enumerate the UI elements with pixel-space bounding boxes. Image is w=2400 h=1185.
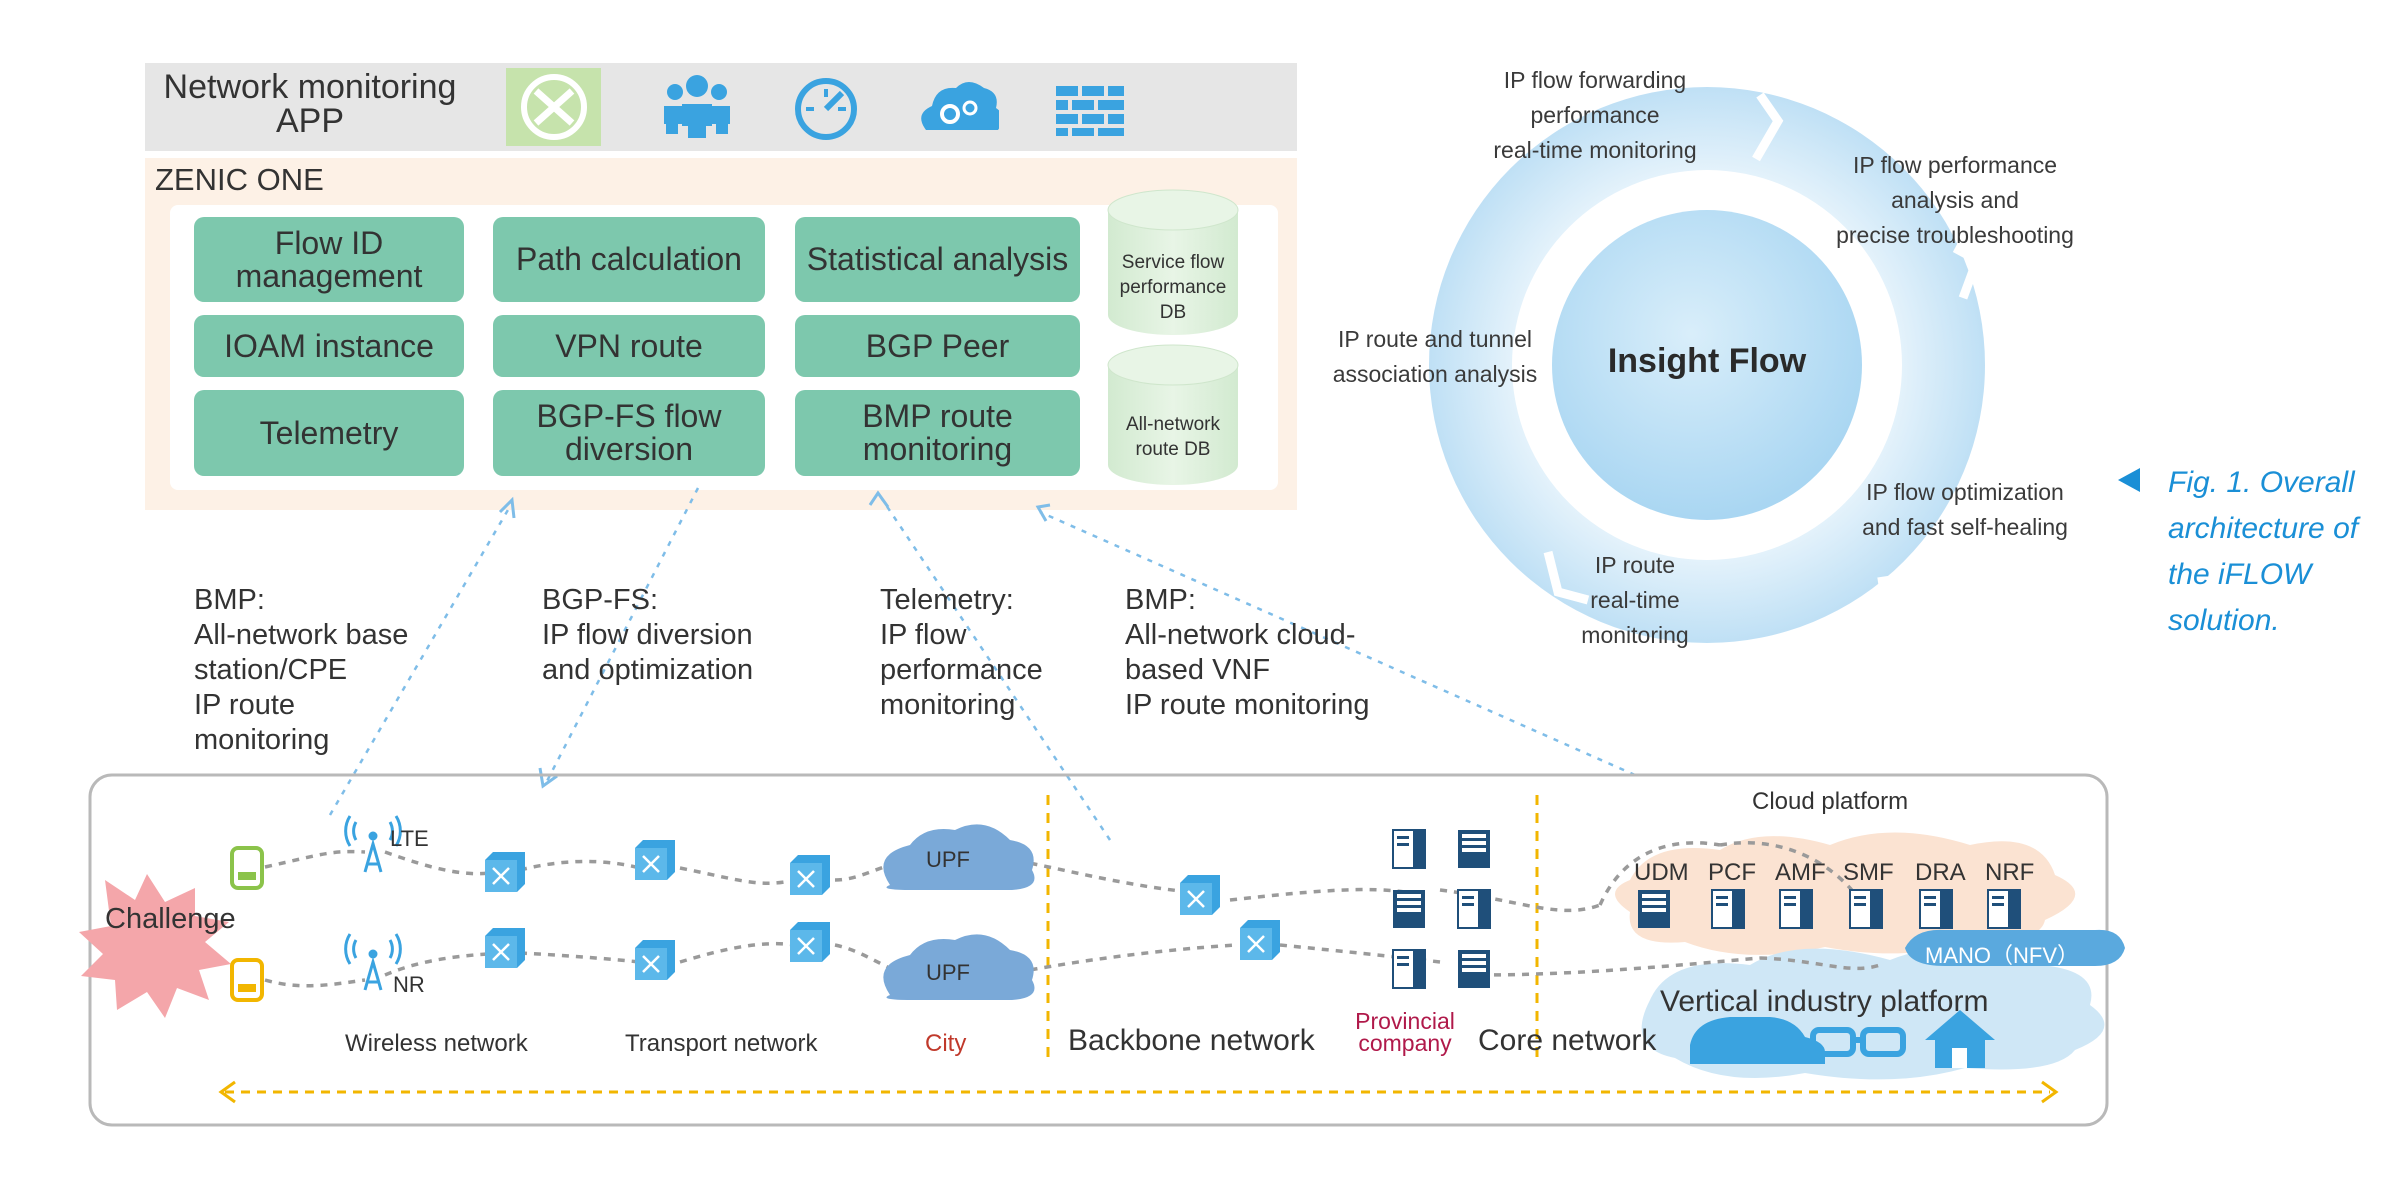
figure-caption: Fig. 1. Overall architecture of the iFLO… [2168, 466, 2359, 637]
challenge-label: Challenge [105, 903, 236, 935]
tools-tile[interactable] [506, 68, 601, 146]
monitoring-arrows [328, 487, 1636, 841]
provincial-company-label: Provincial company [1355, 1008, 1455, 1056]
module-bgp-peer[interactable]: BGP Peer [795, 315, 1080, 377]
span-arrow [218, 1080, 2059, 1104]
module-label: Flow ID management [235, 224, 423, 294]
mano-bar [1905, 929, 2125, 966]
platform-name: ZENIC ONE [155, 162, 324, 197]
upf-cloud-icon-bottom [883, 934, 1035, 1000]
users-icon[interactable] [660, 68, 735, 143]
module-path-calculation[interactable]: Path calculation [493, 217, 765, 302]
cycle-step-performance-analysis: IP flow performance analysis and precise… [1836, 152, 2074, 248]
cycle-step-optimization: IP flow optimization and fast self-heali… [1862, 479, 2068, 540]
db-label-route: All-network route DB [1126, 414, 1220, 460]
module-label: BGP Peer [865, 327, 1010, 364]
app-title: Network monitoring APP [163, 68, 457, 140]
insight-flow-title: Insight Flow [1607, 342, 1807, 380]
mano-label: MANO（NFV） [1925, 943, 2080, 968]
service-flow-db-icon [1107, 189, 1239, 335]
transport-network-label: Transport network [625, 1030, 818, 1057]
module-label: BMP route monitoring [862, 398, 1013, 467]
terminal-yellow-icon [230, 958, 264, 1002]
module-vpn-route[interactable]: VPN route [493, 315, 765, 377]
module-label: Telemetry [259, 414, 399, 451]
car-icon [1690, 1017, 1825, 1064]
module-label: Statistical analysis [806, 241, 1069, 277]
nf-label-nrf: NRF [1985, 859, 2035, 886]
protocol-telemetry: Telemetry: IP flow performance monitorin… [880, 584, 1043, 721]
module-label: VPN route [555, 327, 703, 364]
vr-glasses-icon [1810, 1027, 1906, 1057]
module-ioam-instance[interactable]: IOAM instance [194, 315, 464, 377]
module-label: Path calculation [516, 241, 742, 277]
module-flow-id-management[interactable]: Flow ID management [194, 217, 464, 302]
lte-label: LTE [390, 826, 429, 851]
cycle-step-tunnel-analysis: IP route and tunnel association analysis [1332, 326, 1538, 387]
upf-cloud-icon-top [883, 824, 1035, 890]
caption-pointer-icon [2118, 468, 2140, 492]
upf-label-top: UPF [926, 847, 970, 872]
module-label: IOAM instance [224, 327, 434, 364]
protocol-bmp-base-station: BMP: All-network base station/CPE IP rou… [194, 584, 409, 756]
tools-icon [521, 74, 587, 140]
challenge-burst-icon [79, 874, 231, 1018]
vertical-industry-label: Vertical industry platform [1660, 985, 1989, 1018]
core-network-label: Core network [1478, 1024, 1657, 1057]
backbone-network-label: Backbone network [1068, 1024, 1315, 1057]
upf-label-bottom: UPF [926, 960, 970, 985]
wireless-network-label: Wireless network [345, 1030, 528, 1057]
module-bmp-route-monitoring[interactable]: BMP route monitoring [795, 390, 1080, 476]
insight-flow-core [1552, 210, 1862, 520]
nr-tower-icon [344, 933, 402, 991]
module-statistical-analysis[interactable]: Statistical analysis [795, 217, 1080, 302]
nf-label-pcf: PCF [1708, 859, 1756, 886]
module-bgp-fs-flow-diversion[interactable]: BGP-FS flow diversion [493, 390, 765, 476]
route-db-icon [1107, 344, 1239, 485]
cloud-settings-icon[interactable] [914, 80, 999, 140]
nf-label-dra: DRA [1915, 859, 1966, 886]
cloud-platform-label: Cloud platform [1752, 788, 1909, 815]
protocol-bgp-fs: BGP-FS: IP flow diversion and optimizati… [542, 584, 754, 686]
protocol-bmp-cloud-vnf: BMP: All-network cloud- based VNF IP rou… [1125, 584, 1370, 721]
module-label: BGP-FS flow diversion [536, 398, 722, 467]
nr-label: NR [393, 972, 425, 997]
module-telemetry[interactable]: Telemetry [194, 390, 464, 476]
cycle-step-forwarding-monitoring: IP flow forwarding performance real-time… [1493, 67, 1697, 163]
insight-flow-cycle [1429, 87, 1985, 643]
terminal-green-icon [230, 846, 264, 890]
db-label-service-flow: Service flow performance DB [1119, 252, 1227, 323]
cycle-step-route-monitoring: IP route real-time monitoring [1581, 552, 1689, 648]
network-links [264, 841, 1881, 988]
nf-label-udm: UDM [1634, 859, 1689, 886]
home-icon [1925, 1010, 1995, 1068]
nf-label-smf: SMF [1843, 859, 1894, 886]
city-label: City [925, 1030, 967, 1057]
firewall-icon[interactable] [1054, 80, 1126, 138]
lte-tower-icon [344, 815, 402, 873]
dashboard-icon[interactable] [792, 75, 860, 143]
nf-label-amf: AMF [1775, 859, 1826, 886]
